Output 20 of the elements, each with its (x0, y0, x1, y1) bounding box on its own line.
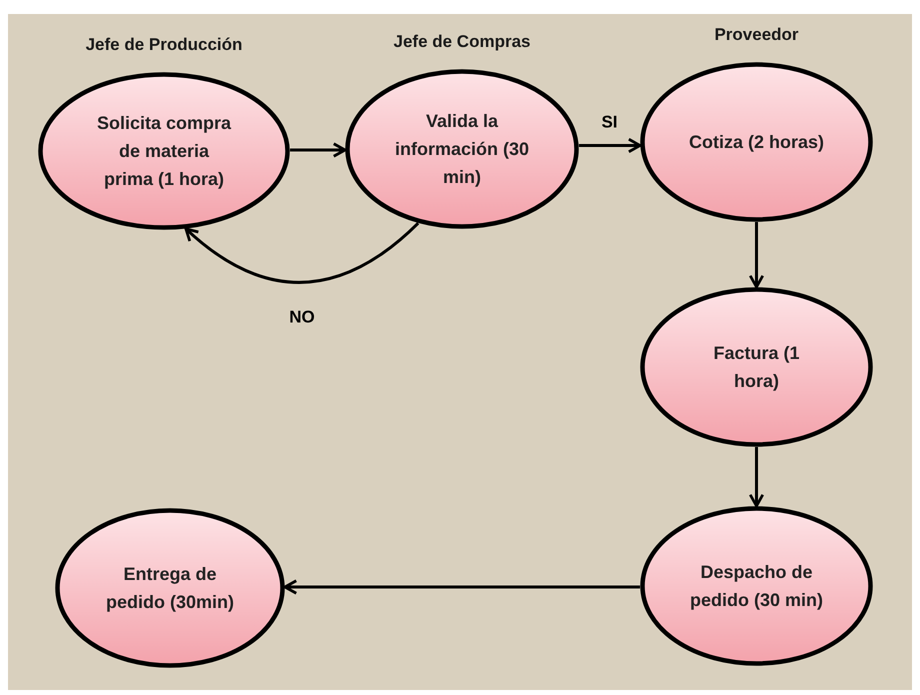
edge-label: NO (289, 308, 315, 326)
role-heading: Jefe de Producción (86, 34, 242, 56)
step-text: Factura (1 hora) (712, 342, 801, 393)
process-ellipse (640, 287, 873, 447)
process-ellipse (640, 506, 873, 666)
arrow (184, 222, 420, 284)
arrow (748, 447, 764, 508)
role-heading: Jefe de Compras (394, 31, 530, 53)
step-text: Entrega de pedido (30min) (104, 563, 235, 614)
step-text: Cotiza (2 horas) (688, 131, 826, 154)
step-text: Despacho de pedido (30 min) (688, 561, 824, 612)
step-text: Solicita compra de materia prima (1 hora) (96, 112, 232, 191)
arrow (284, 579, 640, 595)
step-text: Valida la información (30 min) (394, 110, 530, 189)
arrow (748, 222, 764, 288)
arrow (578, 138, 642, 154)
edge-label: SI (601, 113, 618, 130)
role-heading: Proveedor (714, 24, 799, 46)
process-ellipse (55, 508, 285, 668)
arrow (290, 142, 346, 158)
